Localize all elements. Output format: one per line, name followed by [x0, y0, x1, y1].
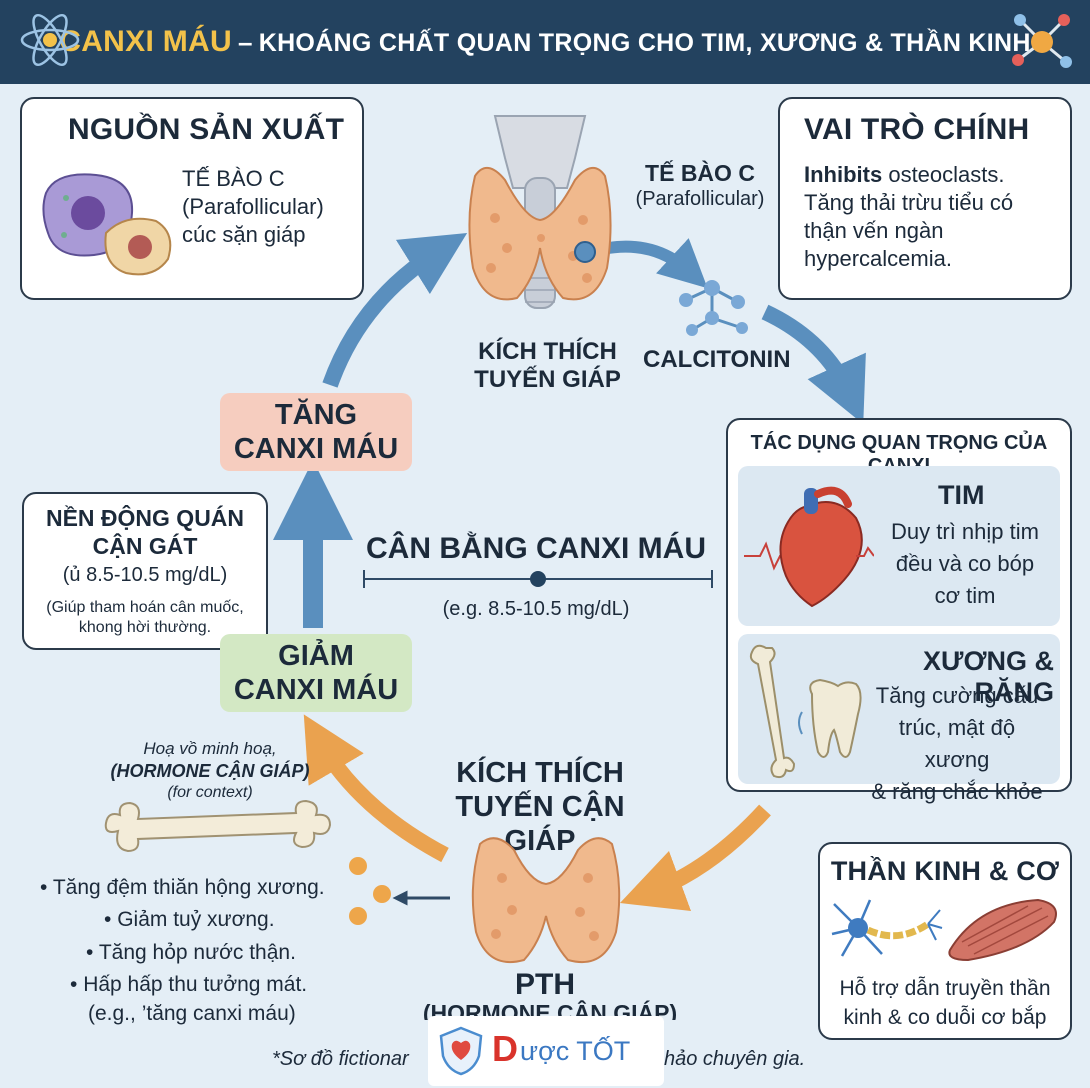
- effects-panel: TÁC DỤNG QUAN TRỌNG CỦA CANXI TIM Duy tr…: [726, 418, 1072, 804]
- stimulate-parathyroid-label: KÍCH THÍCH TUYẾN CẬN GIÁP: [455, 757, 625, 857]
- stimulate-thyroid-label: KÍCH THÍCH TUYẾN GIÁP: [474, 338, 621, 393]
- balance-scale-line: [363, 570, 713, 588]
- normal-range-title: NỀN ĐỘNG QUÁN CẬN GÁT: [45, 505, 245, 559]
- footer-note-right: hảo chuyên gia.: [664, 1048, 806, 1070]
- calcitonin-molecule-icon: [679, 280, 748, 336]
- bone-title: XƯƠNG & RĂNG: [923, 646, 1054, 707]
- page-title: CANXI MÁU–KHOÁNG CHẤT QUAN TRỌNG CHO TIM…: [59, 25, 1031, 58]
- increase-calcium-pill: TĂNG CANXI MÁU: [220, 393, 412, 471]
- header-bar: CANXI MÁU–KHOÁNG CHẤT QUAN TRỌNG CHO TIM…: [0, 0, 1090, 84]
- normal-range-card: NỀN ĐỘNG QUÁN CẬN GÁT (ủ 8.5-10.5 mg/dL)…: [22, 492, 268, 650]
- parathyroid-gland-icon: [471, 837, 621, 964]
- source-card: NGUỒN SẢN XUẤT TẾ BÀO C (Parafollicular)…: [20, 97, 364, 300]
- role-card: VAI TRÒ CHÍNH Inhibits osteoclasts. Tăng…: [778, 97, 1072, 300]
- normal-range-note: (Giúp tham hoán cân muốc, khong hời thườ…: [46, 599, 244, 636]
- decrease-calcium-pill: GIẢM CANXI MÁU: [220, 634, 412, 712]
- neuron-muscle-icon: [831, 898, 1057, 962]
- arrow-to-decrease: [303, 714, 449, 863]
- arrow-to-thyroid: [322, 233, 468, 388]
- pth-effect-4: Hấp hấp thu tưởng mát.: [70, 969, 307, 1000]
- brand-logo: D ược TỐT: [428, 1016, 664, 1086]
- balance-title: CÂN BẰNG CANXI MÁU: [366, 532, 706, 565]
- balance-caption: (e.g. 8.5-10.5 mg/dL): [442, 598, 630, 620]
- logo-letter: D: [492, 1028, 518, 1069]
- calcium-particles-icon: [349, 857, 391, 925]
- bone-text: Tăng cường cấu trúc, mật độ xương & răng…: [871, 683, 1043, 804]
- heart-title: TIM: [938, 480, 985, 510]
- pth-sub: (HORMONE CẬN GIÁP): [422, 1000, 678, 1020]
- atom-icon: [20, 13, 80, 67]
- molecule-icon: [1012, 14, 1072, 68]
- pth-example: (e.g., ’tăng canxi máu): [88, 1002, 296, 1025]
- arrow-to-parathyroid: [619, 804, 771, 912]
- thyroid-gland-icon: [468, 115, 612, 309]
- heart-section: TIM Duy trì nhịp tim đều và co bóp cơ ti…: [738, 466, 1060, 626]
- shield-heart-icon: [439, 1026, 483, 1076]
- source-card-text: TẾ BÀO C (Parafollicular) cúc sặn giáp: [182, 166, 324, 247]
- c-cell-title: TẾ BÀO C: [645, 160, 755, 186]
- bone-icon: [104, 799, 332, 853]
- bone-tooth-icon: [749, 644, 862, 779]
- nerve-muscle-card: THẦN KINH & CƠ Hỗ trợ dẫn truyền thần ki…: [818, 842, 1072, 1040]
- cells-icon: [42, 173, 172, 276]
- arrow-to-effects: [761, 304, 866, 425]
- normal-range-value: (ủ 8.5-10.5 mg/dL): [62, 564, 228, 586]
- pth-label: PTH: [515, 968, 575, 1001]
- calcitonin-label: CALCITONIN: [643, 346, 791, 373]
- role-card-title: VAI TRÒ CHÍNH: [804, 113, 1030, 146]
- heart-text: Duy trì nhịp tim đều và co bóp cơ tim: [891, 519, 1039, 608]
- illustration-note: Hoạ vồ minh hoạ, (HORMONE CẬN GIÁP) (for…: [110, 739, 310, 801]
- c-cell-sub: (Parafollicular): [635, 188, 765, 210]
- logo-text: ược TỐT: [520, 1036, 631, 1066]
- pth-effect-1: Tăng đệm thiăn hộng xương.: [40, 872, 325, 903]
- pth-effect-2: Giảm tuỷ xương.: [104, 904, 274, 935]
- nerve-muscle-text: Hỗ trợ dẫn truyền thần kinh & co duỗi cơ…: [839, 977, 1051, 1029]
- role-card-text: Inhibits osteoclasts. Tăng thải trừu tiể…: [804, 162, 1014, 271]
- source-card-title: NGUỒN SẢN XUẤT: [68, 113, 345, 146]
- bone-section: XƯƠNG & RĂNG Tăng cường cấu trúc, mật độ…: [738, 634, 1060, 804]
- nerve-muscle-title: THẦN KINH & CƠ: [830, 856, 1060, 886]
- pth-effect-3: Tăng hỏp nước thận.: [86, 937, 296, 968]
- heart-icon: [744, 486, 874, 608]
- footer-note-left: *Sơ đồ fictionar: [272, 1048, 409, 1070]
